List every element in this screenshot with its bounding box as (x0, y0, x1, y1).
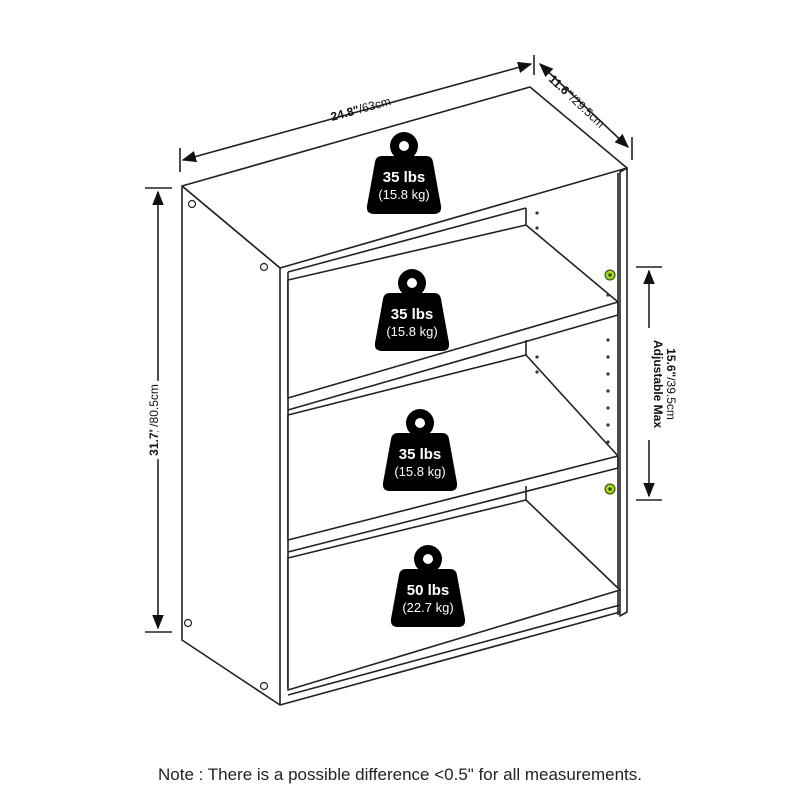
weight-lbs-label: 35 lbs (399, 446, 442, 463)
kettlebell-weight-icon: 50 lbs(22.7 kg) (390, 545, 466, 627)
cam-lock-holes (183, 199, 269, 691)
weight-lbs-label: 35 lbs (383, 169, 426, 186)
adjustable-dimension: Adjustable Max 15.6"/39.5cm (636, 266, 678, 501)
height-inches: 31.7" (147, 427, 161, 456)
adjustable-cm: /39.5cm (664, 377, 678, 420)
weight-kg-label: (22.7 kg) (402, 600, 453, 615)
adjustable-peg-icon (604, 269, 616, 495)
svg-text:31.7"/80.5cm: 31.7"/80.5cm (147, 384, 161, 456)
kettlebell-weight-icon: 35 lbs(15.8 kg) (374, 269, 450, 351)
weight-kg-label: (15.8 kg) (386, 324, 437, 339)
measurement-note: Note : There is a possible difference <0… (157, 765, 643, 784)
svg-text:24.8"/63cm: 24.8"/63cm (329, 94, 392, 124)
width-cm: /63cm (357, 94, 392, 116)
weight-capacity-icons: 35 lbs(15.8 kg)35 lbs(15.8 kg)35 lbs(15.… (366, 132, 466, 627)
height-cm: /80.5cm (147, 384, 161, 427)
weight-kg-label: (15.8 kg) (378, 187, 429, 202)
adjustable-title: Adjustable Max (651, 340, 665, 428)
bookshelf-outline (181, 86, 628, 706)
weight-kg-label: (15.8 kg) (394, 464, 445, 479)
weight-lbs-label: 35 lbs (391, 306, 434, 323)
kettlebell-weight-icon: 35 lbs(15.8 kg) (366, 132, 442, 214)
svg-text:15.6"/39.5cm: 15.6"/39.5cm (664, 348, 678, 420)
weight-lbs-label: 50 lbs (407, 582, 450, 599)
kettlebell-weight-icon: 35 lbs(15.8 kg) (382, 409, 458, 491)
height-dimension: 31.7"/80.5cm (143, 187, 172, 633)
width-inches: 24.8" (329, 103, 361, 124)
adjustable-inches: 15.6" (664, 348, 678, 377)
